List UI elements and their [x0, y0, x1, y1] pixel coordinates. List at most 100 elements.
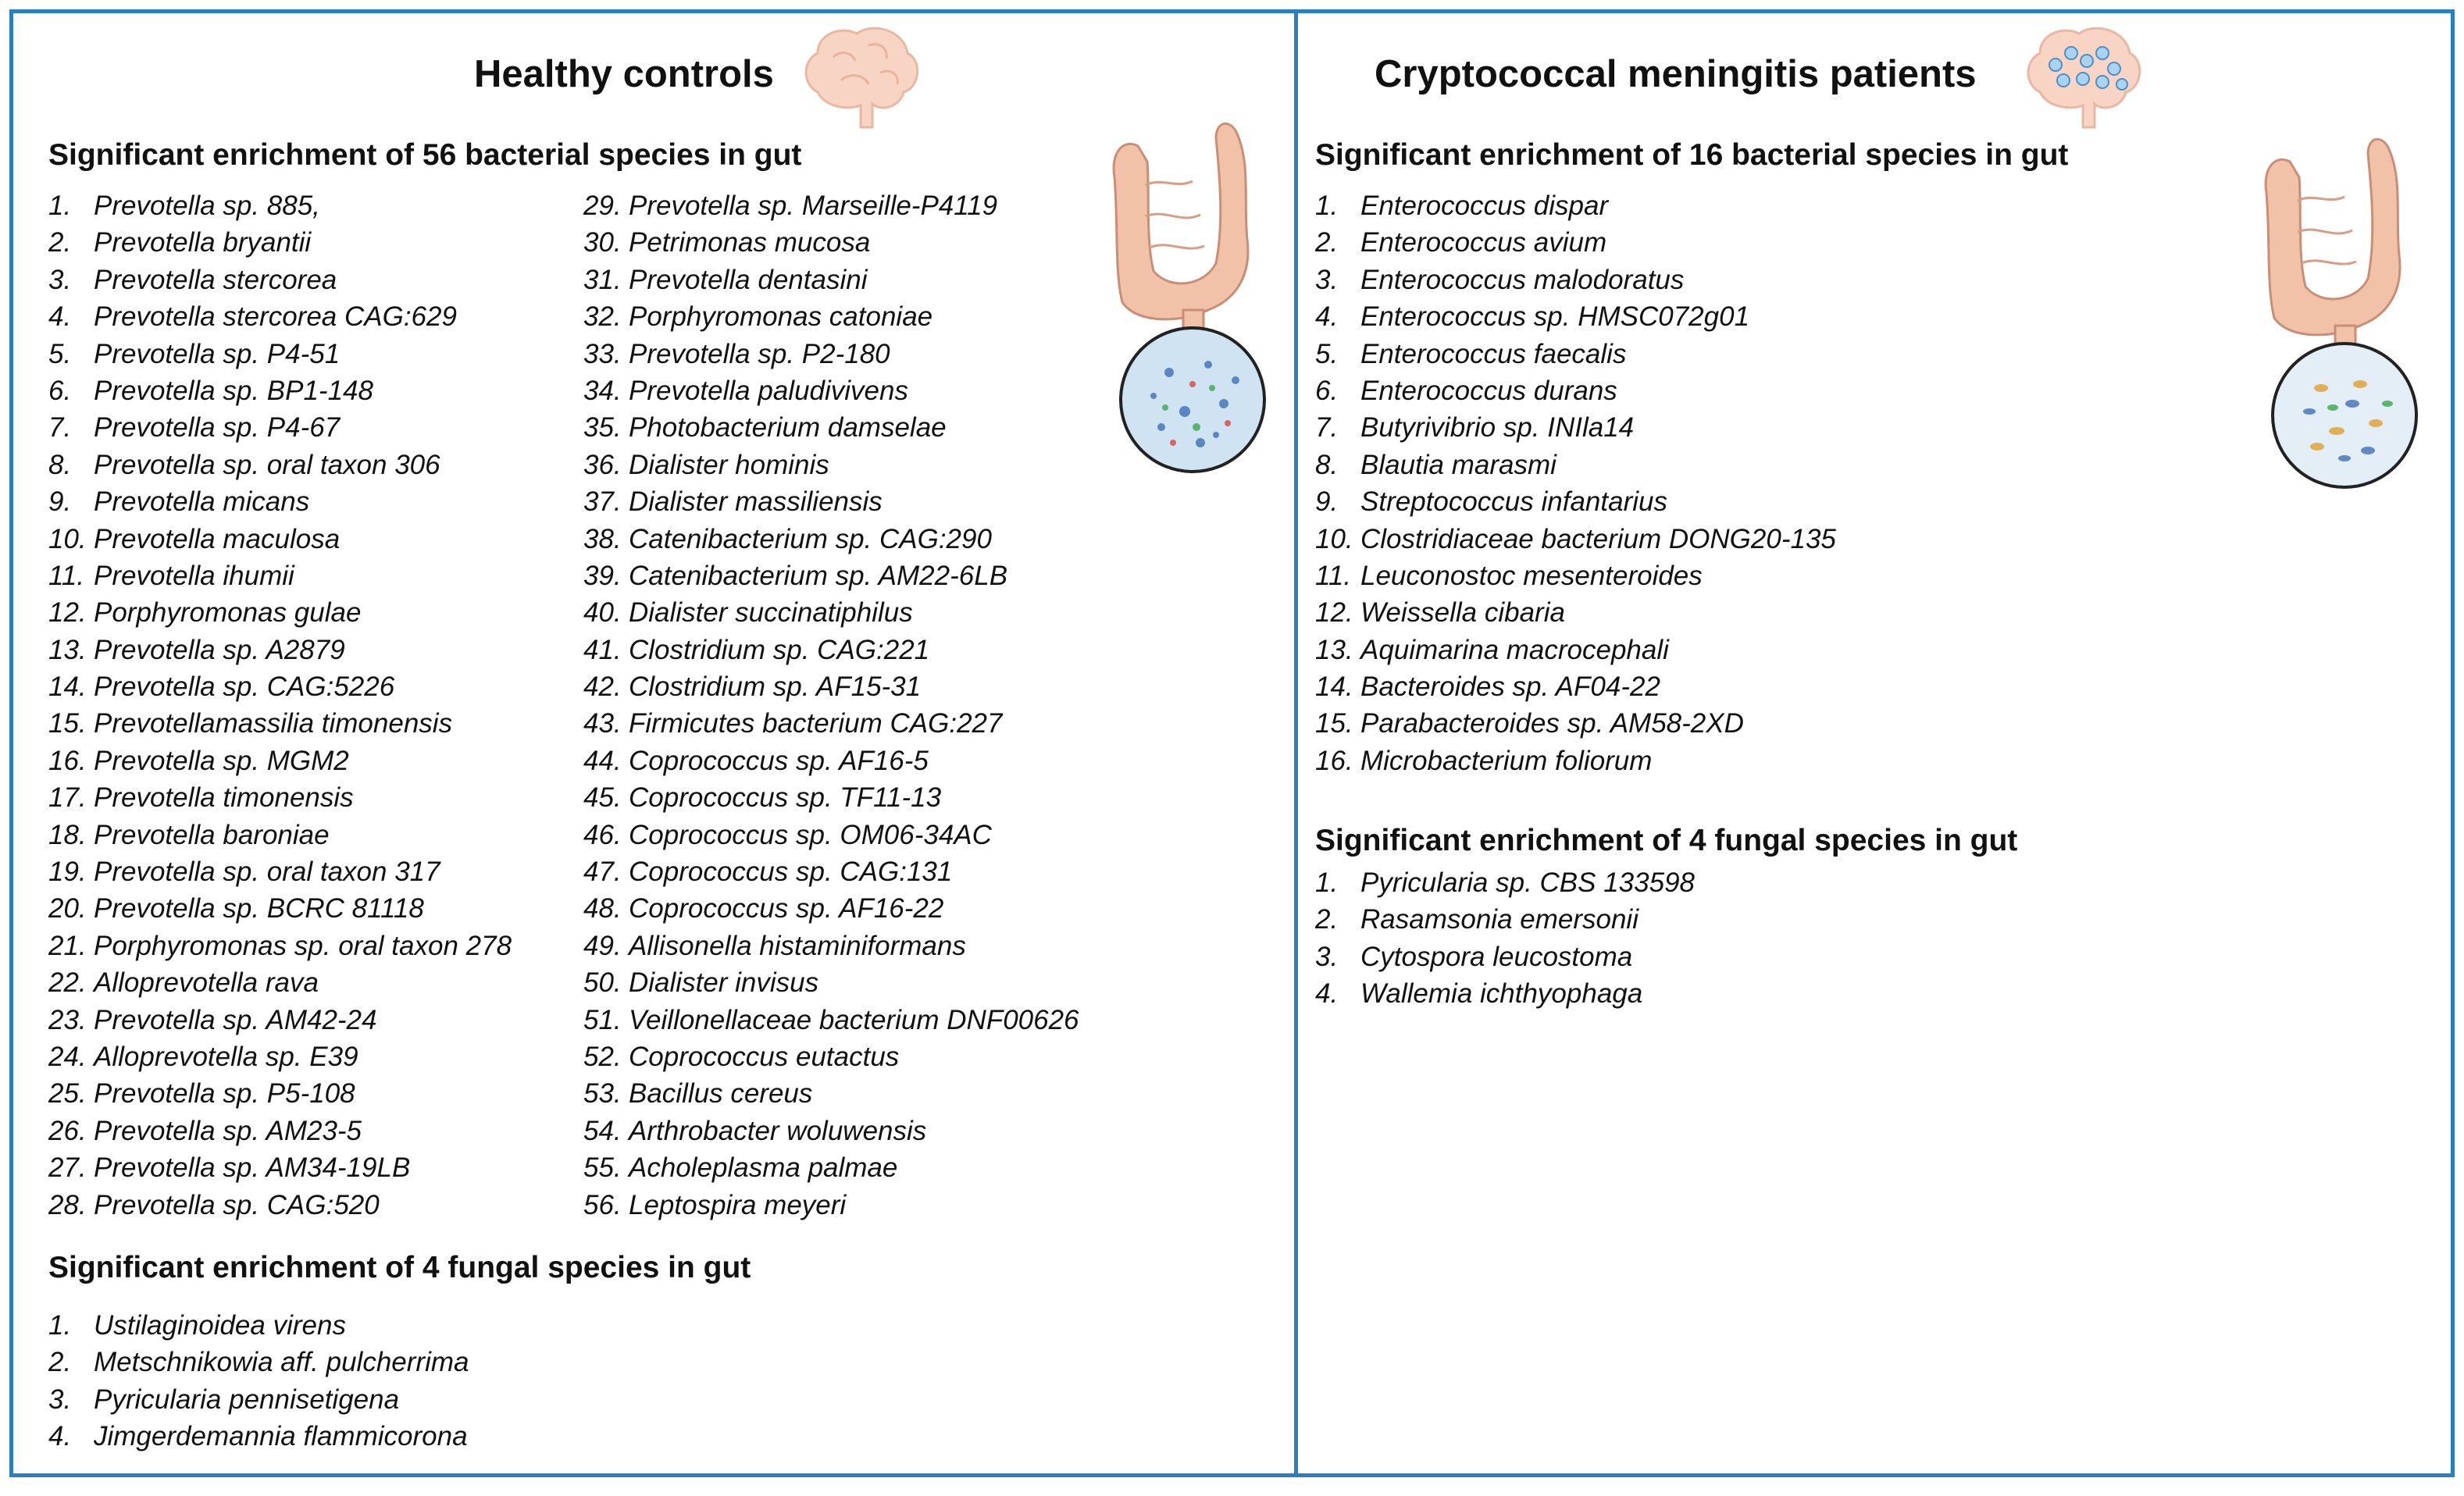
list-item: 19.Prevotella sp. oral taxon 317 [48, 853, 512, 890]
list-item-species: Veillonellaceae bacterium DNF00626 [629, 1004, 1079, 1035]
list-item: 55.Acholeplasma palmae [583, 1149, 1079, 1186]
list-item-species: Prevotella sp. P2-180 [629, 338, 890, 369]
list-item-species: Microbacterium foliorum [1360, 745, 1653, 776]
list-item-number: 37. [583, 486, 622, 518]
list-item-number: 17. [48, 782, 87, 814]
list-item-number: 42. [583, 671, 622, 703]
list-item: 14.Prevotella sp. CAG:5226 [48, 668, 512, 705]
list-item-species: Enterococcus faecalis [1360, 338, 1627, 369]
list-item-species: Dialister hominis [629, 449, 829, 480]
list-item: 47.Coprococcus sp. CAG:131 [583, 853, 1079, 890]
list-item: 11.Prevotella ihumii [48, 557, 512, 594]
fungi-heading-healthy: Significant enrichment of 4 fungal speci… [48, 1251, 751, 1284]
list-item-number: 41. [583, 634, 622, 665]
list-item: 5.Prevotella sp. P4-51 [48, 336, 512, 372]
list-item-number: 11. [1315, 560, 1352, 591]
list-item-number: 6. [48, 375, 72, 406]
list-item-number: 12. [1315, 597, 1353, 629]
list-item: 40.Dialister succinatiphilus [583, 594, 1079, 631]
list-item-number: 50. [583, 967, 622, 999]
list-item-number: 46. [583, 819, 622, 850]
list-item: 24.Alloprevotella sp. E39 [48, 1038, 512, 1075]
list-item-species: Blautia marasmi [1360, 449, 1556, 480]
list-item-species: Prevotella dentasini [629, 264, 868, 295]
list-item-species: Prevotella stercorea CAG:629 [94, 301, 457, 333]
list-item-number: 30. [583, 227, 622, 258]
list-item: 44.Coprococcus sp. AF16-5 [583, 743, 1079, 779]
list-item-number: 16. [48, 745, 87, 776]
list-item: 3.Cytospora leucostoma [1315, 939, 1695, 975]
list-item-number: 51. [583, 1004, 622, 1035]
list-item-species: Coprococcus sp. CAG:131 [629, 857, 953, 888]
list-item: 15.Parabacteroides sp. AM58-2XD [1315, 705, 1836, 742]
list-item: 1.Pyricularia sp. CBS 133598 [1315, 864, 1695, 901]
list-item-number: 7. [48, 412, 72, 443]
list-item-species: Firmicutes bacterium CAG:227 [629, 708, 1003, 739]
list-item-number: 1. [48, 191, 72, 221]
list-item: 6.Prevotella sp. BP1-148 [48, 372, 512, 409]
list-item-species: Porphyromonas gulae [94, 597, 362, 629]
list-item-number: 11. [48, 560, 85, 591]
list-item: 9.Streptococcus infantarius [1315, 483, 1836, 520]
list-item-species: Prevotella sp. A2879 [94, 634, 345, 665]
list-item-number: 2. [1315, 227, 1339, 258]
list-item-species: Enterococcus durans [1360, 375, 1617, 406]
list-item-number: 26. [48, 1115, 87, 1146]
list-item: 15.Prevotellamassilia timonensis [48, 705, 512, 742]
list-item-number: 47. [583, 857, 622, 888]
list-item-species: Prevotella sp. 885, [94, 191, 320, 221]
list-item-species: Coprococcus sp. AF16-5 [629, 745, 929, 776]
panel-title-patients: Cryptococcal meningitis patients [1375, 53, 1977, 95]
list-item-species: Alloprevotella sp. E39 [94, 1041, 358, 1072]
infected-brain-icon [2027, 27, 2141, 129]
list-item-species: Prevotella sp. Marseille-P4119 [629, 191, 998, 221]
list-item: 23.Prevotella sp. AM42-24 [48, 1002, 512, 1038]
list-item: 1.Enterococcus dispar [1315, 187, 1836, 224]
list-item: 27.Prevotella sp. AM34-19LB [48, 1149, 512, 1186]
list-item: 50.Dialister invisus [583, 964, 1079, 1001]
list-item: 8.Blautia marasmi [1315, 447, 1836, 483]
list-item-species: Prevotella sp. oral taxon 306 [94, 449, 440, 480]
list-item: 41.Clostridium sp. CAG:221 [583, 632, 1079, 668]
list-item-number: 52. [583, 1041, 622, 1072]
list-item-number: 38. [583, 523, 622, 554]
list-item-number: 25. [48, 1078, 87, 1110]
list-item-species: Allisonella histaminiformans [629, 930, 966, 961]
list-item: 5.Enterococcus faecalis [1315, 336, 1836, 372]
microbiota-circle-healthy [1119, 326, 1266, 473]
list-item-number: 2. [48, 1347, 72, 1378]
list-item-species: Prevotella sp. BCRC 81118 [94, 893, 424, 924]
list-item-species: Arthrobacter woluwensis [629, 1115, 927, 1146]
list-item-species: Enterococcus sp. HMSC072g01 [1360, 301, 1750, 333]
gut-icon [1112, 122, 1266, 473]
list-item-number: 9. [1315, 486, 1339, 518]
list-item: 22.Alloprevotella rava [48, 964, 512, 1001]
list-item: 54.Arthrobacter woluwensis [583, 1113, 1079, 1149]
list-item-number: 28. [48, 1189, 87, 1220]
list-item-species: Cytospora leucostoma [1360, 941, 1633, 972]
list-item-number: 29. [583, 191, 622, 221]
list-item: 29.Prevotella sp. Marseille-P4119 [583, 187, 1079, 224]
list-item-number: 33. [583, 338, 622, 369]
list-item: 13.Aquimarina macrocephali [1315, 632, 1836, 668]
list-item: 10.Clostridiaceae bacterium DONG20-135 [1315, 521, 1836, 557]
list-item-number: 53. [583, 1078, 622, 1110]
list-item-species: Leuconostoc mesenteroides [1360, 560, 1703, 591]
list-item: 7.Butyrivibrio sp. INIla14 [1315, 409, 1836, 446]
list-item-species: Bacteroides sp. AF04-22 [1360, 671, 1660, 703]
list-item-number: 1. [1315, 191, 1339, 221]
list-item-species: Weissella cibaria [1360, 597, 1565, 629]
list-item-number: 12. [48, 597, 87, 629]
list-item: 12.Weissella cibaria [1315, 594, 1836, 631]
list-item: 18.Prevotella baroniae [48, 817, 512, 853]
list-item: 7.Prevotella sp. P4-67 [48, 409, 512, 446]
list-item-number: 10. [1315, 523, 1353, 554]
list-item-species: Clostridium sp. AF15-31 [629, 671, 922, 703]
list-item-species: Leptospira meyeri [629, 1189, 847, 1220]
list-item: 20.Prevotella sp. BCRC 81118 [48, 890, 512, 927]
list-item-number: 6. [1315, 375, 1339, 406]
list-item-number: 5. [48, 338, 72, 369]
list-item-species: Prevotella sp. AM42-24 [94, 1004, 377, 1035]
